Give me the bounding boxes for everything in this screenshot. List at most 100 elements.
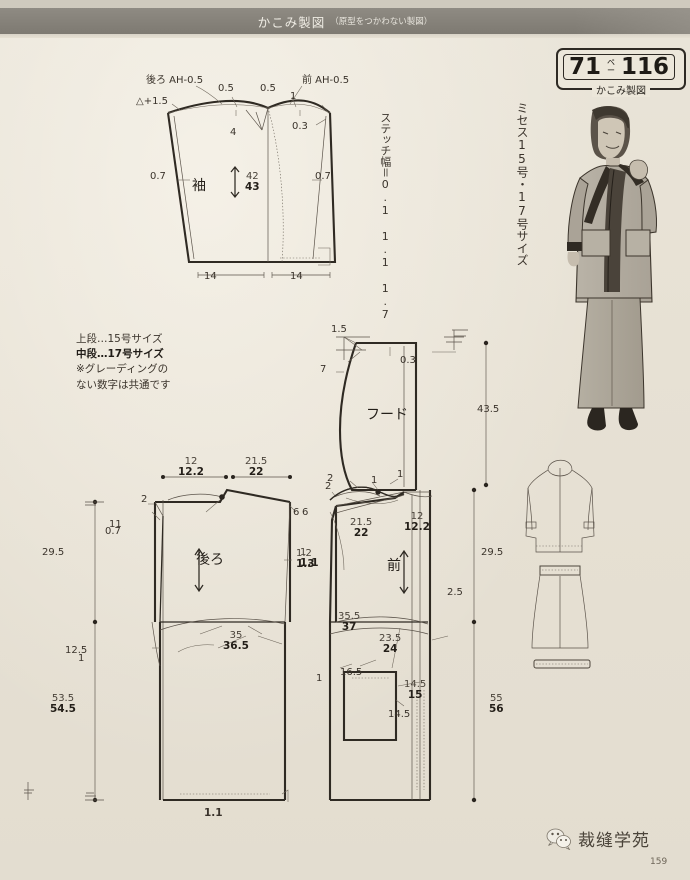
back-width-1-dim: 12 12.2: [178, 456, 204, 479]
back-shoulder-2: 2: [141, 494, 148, 505]
sleeve-pattern-shape: [166, 85, 337, 278]
front-width-1-dim: 12 12.2: [404, 511, 430, 534]
back-left-11: 11: [109, 519, 122, 530]
sleeve-top-left-05: 0.5: [218, 83, 234, 94]
size-label: ミセス15号・17号サイズ: [515, 102, 529, 266]
front-total-15: 55: [489, 693, 503, 704]
page-reference-mark-bottom: ー: [607, 66, 615, 75]
page-header-subtitle: （原型をつかわない製図）: [330, 17, 433, 27]
header-shadow: [0, 34, 690, 38]
sleeve-left-07: 0.7: [150, 171, 166, 182]
pocket-depth-dim: 14.5 15: [404, 679, 426, 702]
pocket-depth-17: 15: [407, 689, 423, 702]
back-side-dim: 1.2 1.3: [296, 548, 315, 571]
back-width-1-17: 12.2: [178, 466, 204, 479]
sleeve-hem-right: 14: [290, 271, 303, 282]
page-reference-arrow: ペ ー: [607, 59, 615, 75]
footer-brand-name: 裁缝学苑: [578, 831, 650, 851]
stitch-width-label: ステッチ幅＝0.1 1.1 1.7: [378, 112, 392, 321]
back-dim-295: 29.5: [42, 547, 65, 558]
page-reference-inner: 71 ペ ー 116: [563, 54, 675, 80]
page-reference-left-number: 71: [569, 53, 602, 80]
back-side-15: 1.2: [296, 548, 312, 559]
back-piece-name: 後ろ: [196, 553, 224, 568]
front-neck-2: 2: [327, 473, 334, 484]
front-arm-17: 1.1: [300, 557, 319, 570]
page-number: 159: [650, 857, 668, 867]
back-bust-17: 36.5: [223, 640, 249, 653]
pocket-position-17: 24: [382, 643, 398, 656]
page-reference-caption: かこみ製図: [592, 82, 650, 97]
sleeve-back-ah-label: 後ろ AH-0.5: [146, 75, 204, 86]
front-arm-dim: 1 1.1: [300, 547, 319, 570]
front-total-dim: 55 56: [489, 693, 504, 716]
sleeve-right-03: 0.3: [292, 121, 308, 132]
back-bust-dim: 35 36.5: [223, 630, 249, 653]
back-width-2-17: 22: [248, 466, 264, 479]
back-width-2-dim: 21.5 22: [245, 456, 267, 479]
grading-note: 上段…15号サイズ 中段…17号サイズ ※グレーディングの ない数字は共通です: [76, 332, 171, 393]
back-bust-15: 35: [229, 630, 243, 641]
fashion-illustration: [567, 106, 657, 431]
front-width-1-17: 12.2: [404, 521, 430, 534]
page-top-edge: [0, 0, 690, 8]
back-hip-125: 12.5: [65, 645, 88, 656]
footer-brand: 裁缝学苑: [546, 826, 650, 851]
front-side-25: 2.5: [447, 587, 463, 598]
page-reference-right-number: 116: [620, 53, 669, 80]
grading-note-line-3: ※グレーディングの: [76, 363, 169, 376]
front-total-17: 56: [489, 703, 504, 716]
header-gradient-overlay: [575, 8, 690, 34]
back-total-15: 53.5: [51, 693, 75, 704]
sleeve-triangle-label: △+1.5: [136, 96, 168, 107]
sleeve-hem-left: 14: [204, 271, 217, 282]
pocket-width: 16.5: [340, 667, 363, 678]
front-arm-15: 1: [300, 547, 307, 558]
sleeve-length-15: 42: [245, 171, 259, 182]
back-hem-11: 1.1: [204, 807, 223, 819]
page-reference-mark-top: ペ: [607, 58, 615, 67]
sleeve-right-1: 1: [290, 91, 297, 102]
grading-note-line-2: 中段…17号サイズ: [76, 348, 164, 361]
page-reference-badge: 71 ペ ー 116 かこみ製図: [556, 48, 686, 97]
front-piece-name: 前: [387, 558, 401, 574]
front-pattern-shape: [328, 478, 477, 803]
grading-note-line-4: ない数字は共通です: [76, 378, 171, 391]
sleeve-right-07: 0.7: [315, 171, 331, 182]
hood-top-15: 1.5: [331, 324, 347, 335]
pocket-left-1: 1: [316, 673, 323, 684]
sleeve-front-ah-label: 前 AH-0.5: [302, 75, 350, 86]
back-right-6: 6: [293, 507, 300, 518]
back-side-17: 1.3: [296, 558, 315, 571]
sleeve-piece-name: 袖: [192, 178, 206, 194]
front-dim-295: 29.5: [481, 547, 504, 558]
front-width-2-15: 21.5: [350, 517, 373, 528]
back-hem-1: 1: [78, 653, 85, 664]
sleeve-length-17: 43: [245, 181, 260, 194]
pocket-position-dim: 23.5 24: [379, 633, 402, 656]
hood-piece-name: フード: [366, 407, 408, 423]
pocket-position-15: 23.5: [379, 633, 402, 644]
front-left-6: 6: [302, 507, 309, 518]
front-bust-dim: 35.5 37: [338, 611, 361, 634]
hood-right-03: 0.3: [400, 355, 416, 366]
page-header-title: かこみ製図: [257, 14, 326, 30]
wechat-icon: [546, 828, 572, 850]
hood-left-7: 7: [320, 364, 327, 375]
front-width-2-dim: 21.5 22: [350, 517, 373, 540]
back-width-1-15: 12: [184, 456, 198, 467]
hood-height-dim: 43.5: [477, 404, 500, 415]
front-neck-1: 1: [397, 469, 404, 480]
front-bust-17: 37: [341, 621, 357, 634]
front-width-2-17: 22: [353, 527, 369, 540]
back-pattern-shape: [85, 475, 297, 803]
back-total-17: 54.5: [50, 703, 76, 716]
hood-neck-2: 2: [325, 481, 332, 492]
registration-marks: [24, 329, 468, 800]
sleeve-center-4: 4: [230, 127, 237, 138]
sleeve-top-right-05: 0.5: [260, 83, 276, 94]
front-bust-15: 35.5: [338, 611, 361, 622]
back-piece-name-text: 後ろ: [196, 552, 224, 568]
